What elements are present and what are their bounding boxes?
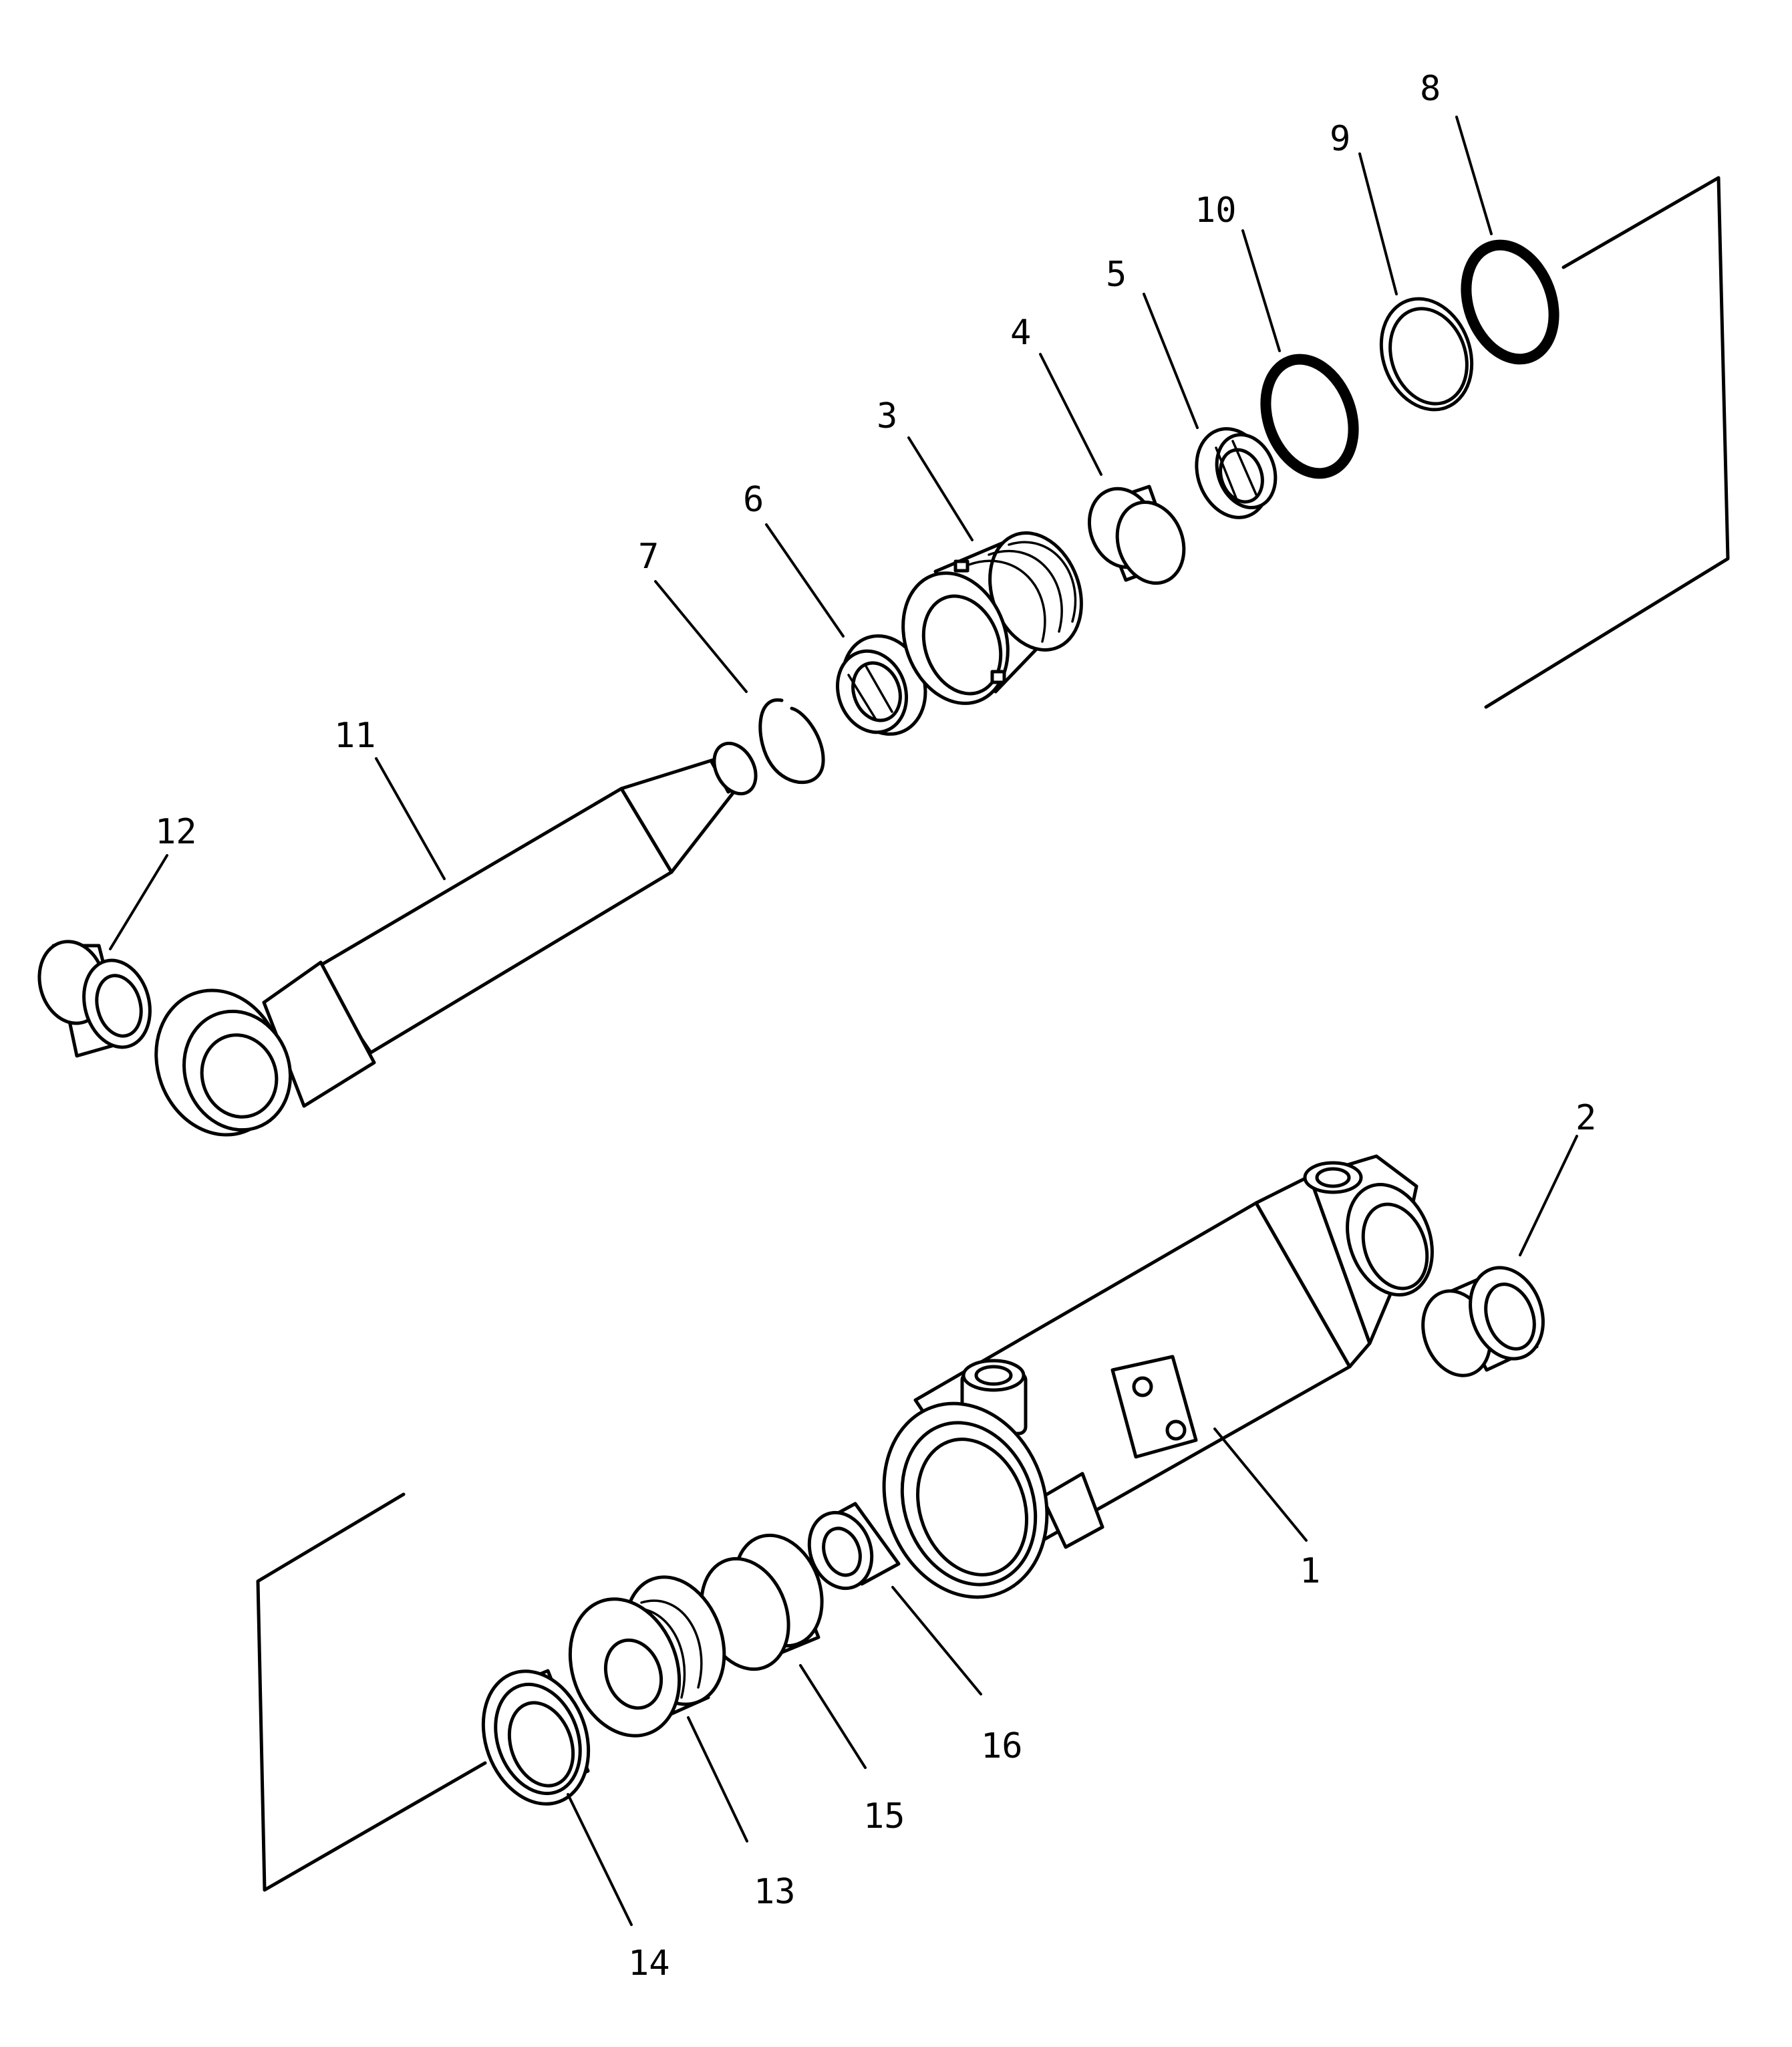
piston-nut (807, 1502, 901, 1591)
part-label-14: 14 (628, 1943, 670, 1984)
snap-ring (758, 698, 825, 785)
rod-packing (1195, 427, 1278, 519)
part-label-15: 15 (863, 1796, 905, 1836)
piston-ring (481, 1669, 591, 1806)
piston-rod (154, 741, 758, 1137)
head-bushing (1087, 485, 1186, 585)
wear-ring-6 (835, 634, 927, 736)
part-label-5: 5 (1106, 255, 1127, 295)
part-label-8: 8 (1420, 69, 1441, 109)
rod-end-bushing (37, 940, 152, 1058)
part-label-1: 1 (1300, 1551, 1320, 1591)
part-label-16: 16 (981, 1726, 1023, 1766)
part-labels: 1 2 3 4 5 6 7 8 9 10 11 12 13 14 15 16 (155, 69, 1596, 1984)
piston (568, 1575, 726, 1738)
part-label-4: 4 (1010, 313, 1031, 353)
part-label-3: 3 (877, 396, 897, 436)
part-label-2: 2 (1576, 1098, 1596, 1138)
cylinder-head (901, 531, 1083, 705)
backup-ring-9 (1379, 297, 1474, 412)
cylinder-tube (882, 1154, 1434, 1599)
part-label-10: 10 (1195, 190, 1237, 231)
part-label-13: 13 (754, 1872, 796, 1912)
part-label-12: 12 (155, 812, 197, 852)
o-ring-10 (1260, 354, 1359, 479)
part-label-11: 11 (334, 716, 376, 756)
tube-end-bushing (1421, 1266, 1545, 1377)
part-label-9: 9 (1330, 119, 1350, 159)
part-label-6: 6 (743, 480, 764, 520)
o-ring-8 (1461, 239, 1559, 365)
upper-group-bracket (1484, 176, 1730, 709)
part-label-7: 7 (638, 537, 659, 577)
leader-lines (109, 116, 1578, 1926)
lower-group-bracket (256, 1492, 487, 1892)
